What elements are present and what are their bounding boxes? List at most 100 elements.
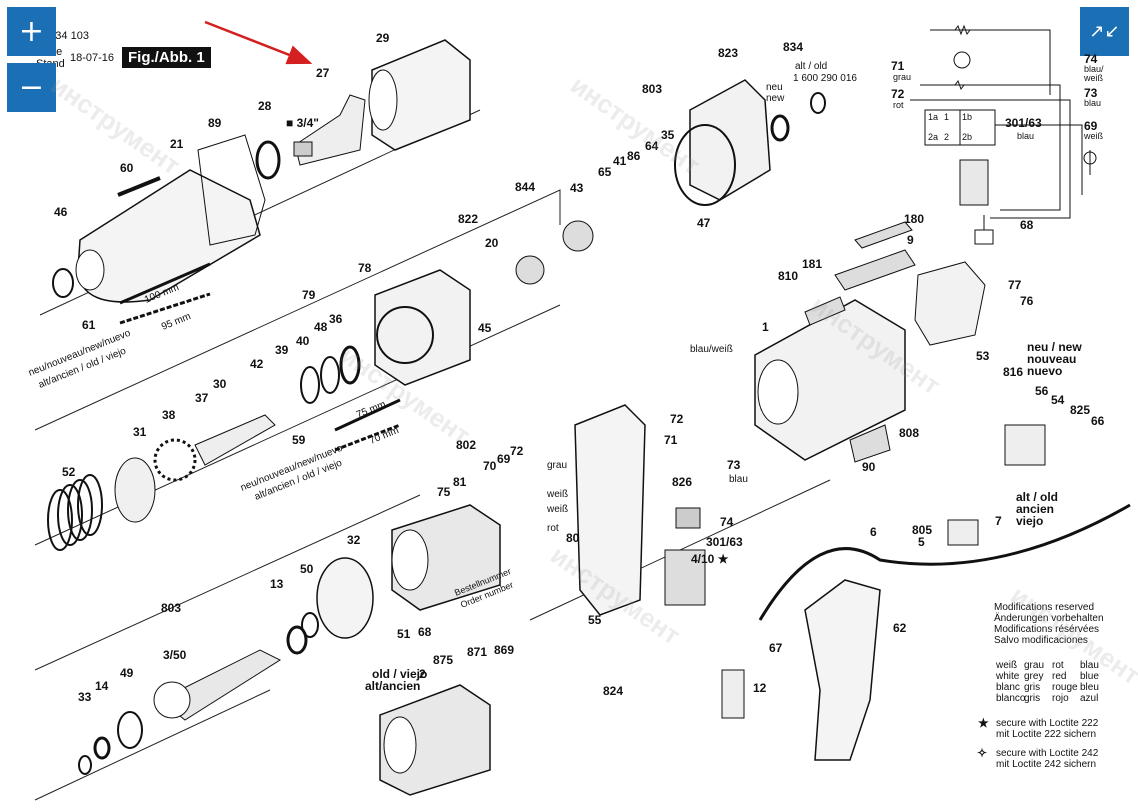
part-number-52: 52 [62,465,76,479]
part-number-72: 72 [510,444,524,458]
terminal-2b: 2b [962,132,972,142]
color-name: grey [1024,671,1044,682]
part-6-cable [758,503,1131,621]
schematic-label-2: 72 [891,87,905,101]
new-block-line3: nuevo [1027,364,1062,378]
part-number-53: 53 [976,349,990,363]
part-number-65: 65 [598,165,612,179]
schematic-label-10: weiß [1083,131,1104,141]
part-number-6: 6 [870,525,877,539]
part-number-822: 822 [458,212,478,226]
part-59-screw-old [334,423,401,452]
part-30-spindle [194,414,276,466]
part-36-ring [339,345,361,385]
neu-label: neu [766,82,783,93]
part-number-56: 56 [1035,384,1049,398]
part-number-76: 76 [1020,294,1034,308]
terminal-1b: 1b [962,112,972,122]
new-block-line1: neu / new [1027,340,1082,354]
part-number-41: 41 [613,154,627,168]
part-number-826: 826 [672,475,692,489]
wire-grau: grau [547,460,567,471]
part-32-baffle [316,557,374,639]
part-number-46: 46 [54,205,68,219]
color-name: blue [1080,671,1099,682]
part-50-bearing [301,612,319,638]
wiring-schematic [910,24,1097,245]
part-9-label [834,249,916,291]
part-number-68: 68 [418,625,432,639]
part-43-gear [562,220,594,252]
schematic-label-6: weiß [1083,73,1104,83]
part-number-29: 29 [376,31,390,45]
part-28-ring [255,140,281,180]
doc-date: 18-07-16 [70,52,115,64]
part-number-834: 834 [783,40,803,54]
part-number-825: 825 [1070,403,1090,417]
part-number-66: 66 [1091,414,1105,428]
schematic-label-0: 71 [891,59,905,73]
zoom-out-button[interactable]: − [7,63,56,112]
part-number-32: 32 [347,533,361,547]
part-number-1: 1 [762,320,769,334]
color-name: blau [1080,660,1099,671]
part-31-cam [114,457,156,523]
part-number-64: 64 [645,139,659,153]
length-75mm: 75 mm [355,399,387,421]
part-number-42: 42 [250,357,264,371]
fit-screen-button[interactable]: ↗↙ [1080,7,1129,56]
part-802-stator [391,504,501,611]
part-number-31: 31 [133,425,147,439]
part-181-label [804,296,846,326]
part-46-oring [52,268,74,298]
part-number-816: 816 [1003,365,1023,379]
part-13-bearing [286,625,308,655]
part-number-79: 79 [302,288,316,302]
color-name: grau [1024,660,1045,671]
square-drive-label: ■ 3/4" [286,116,319,130]
star-242-icon: ✧ [977,746,987,760]
part-89-gasket [197,134,266,246]
part-825 [1004,424,1046,466]
part-number-73: 73 [727,458,741,472]
part-number-50: 50 [300,562,314,576]
color-name: azul [1080,693,1099,704]
part-number-20: 20 [485,236,499,250]
color-name: rouge [1052,682,1078,693]
part-number-21: 21 [170,137,184,151]
part-number-49: 49 [120,666,134,680]
part-number-45: 45 [478,321,492,335]
part-number-51: 51 [397,627,411,641]
part-number-70: 70 [483,459,497,473]
schematic-label-8: blau [1084,98,1101,108]
part-number-80: 80 [566,531,580,545]
part-61-screw-old [119,292,211,325]
part-824-handle-half [804,579,881,761]
zoom-in-button[interactable]: + [7,7,56,56]
part-number-28: 28 [258,99,272,113]
part-number-824: 824 [603,684,623,698]
schematic-label-13: 68 [1020,218,1034,232]
part-number-871: 871 [467,645,487,659]
terminal-1a: 1a [928,112,938,122]
part-number-90: 90 [862,460,876,474]
part-27-anvil [293,94,366,166]
length-95mm: 95 mm [160,311,192,333]
terminal-2: 2 [944,132,949,142]
part-number-844: 844 [515,180,535,194]
part-number-803: 803 [642,82,662,96]
part-number-3/50: 3/50 [163,648,187,662]
part-number-61: 61 [82,318,96,332]
part-number-39: 39 [275,343,289,357]
part-number-43: 43 [570,181,584,195]
loctite-222-note: secure with Loctite 222 mit Loctite 222 … [996,718,1099,740]
part-number-47: 47 [697,216,711,230]
part-808-label [849,424,891,463]
part-12 [721,669,745,719]
part-90-connector [947,519,979,546]
part-number-38: 38 [162,408,176,422]
